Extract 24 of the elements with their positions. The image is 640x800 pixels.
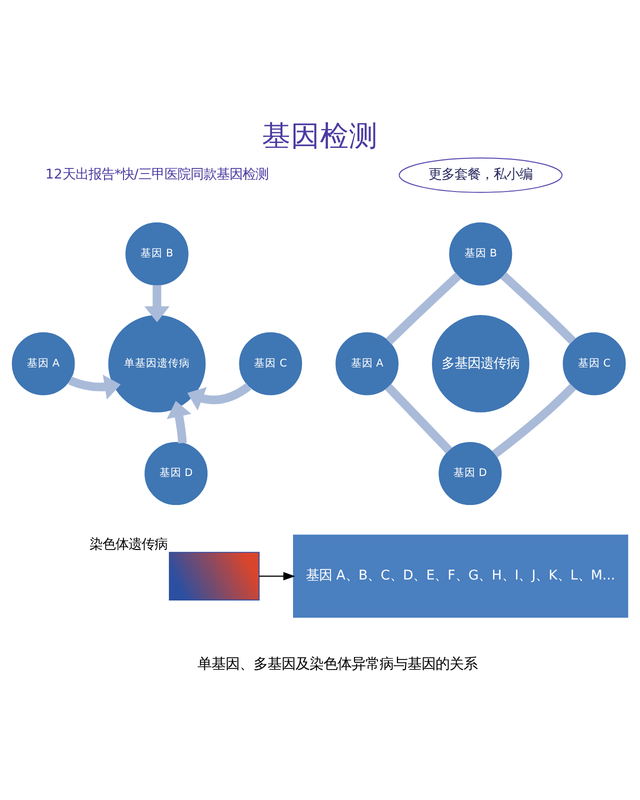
label: 12天出报告*快/三甲医院同款基因检测	[45, 167, 269, 182]
node-label: 染色体遗传病	[89, 537, 168, 552]
node-circle: 基因 B	[125, 222, 188, 285]
arrow	[259, 572, 296, 580]
node-ellipse: 更多套餐，私小编	[398, 157, 563, 192]
connector	[492, 383, 576, 458]
node-picture	[168, 551, 260, 600]
diagram-title: 基因检测	[262, 118, 378, 152]
node-circle: 基因 D	[144, 442, 208, 505]
caption: 单基因、多基因及染色体异常病与基因的关系	[197, 656, 478, 672]
node-circle: 基因 A	[336, 332, 399, 395]
connector	[500, 272, 576, 344]
connector	[385, 383, 452, 453]
arrow	[144, 284, 170, 322]
node-circle: 基因 C	[562, 332, 626, 395]
arrow	[166, 400, 192, 443]
node-box: 基因 A、B、C、D、E、F、G、H、I、J、K、L、M...	[293, 534, 628, 618]
node-circle: 基因 A	[12, 332, 75, 395]
node-circle: 基因 B	[449, 222, 512, 285]
connector	[386, 272, 462, 344]
node-circle: 基因 D	[438, 442, 502, 505]
arrow	[68, 374, 121, 400]
node-circle: 基因 C	[239, 332, 302, 395]
node-circle: 多基因遗传病	[432, 314, 530, 412]
